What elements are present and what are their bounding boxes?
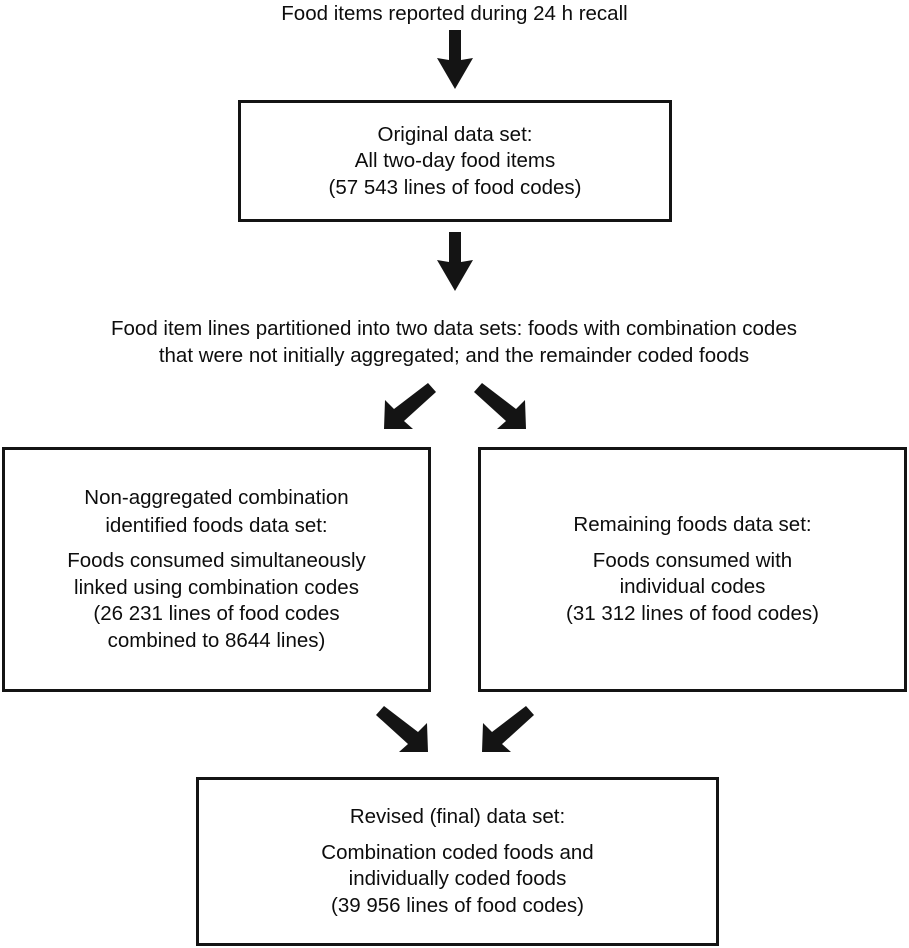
arrow-top-to-original <box>437 30 473 89</box>
node-non-aggregated-line4: combined to 8644 lines) <box>107 629 326 653</box>
node-original-data-set: Original data set: All two-day food item… <box>238 100 672 222</box>
node-remaining-line3: (31 312 lines of food codes) <box>566 602 819 626</box>
partition-caption: Food item lines partitioned into two dat… <box>54 315 854 370</box>
partition-caption-line2: that were not initially aggregated; and … <box>158 344 750 368</box>
arrow-remaining-to-revised <box>482 706 534 752</box>
node-original-heading: Original data set: <box>377 122 533 146</box>
arrow-partition-to-remaining <box>474 383 526 429</box>
node-remaining-line1: Foods consumed with <box>592 548 793 572</box>
arrow-nonaggregated-to-revised <box>376 706 428 752</box>
node-remaining-foods-data-set: Remaining foods data set: Foods consumed… <box>478 447 907 692</box>
node-non-aggregated-heading-line2: identified foods data set: <box>105 513 328 537</box>
node-remaining-line2: individual codes <box>619 575 766 599</box>
node-revised-heading: Revised (final) data set: <box>349 805 566 829</box>
top-caption: Food items reported during 24 h recall <box>0 0 909 27</box>
node-non-aggregated-heading-line1: Non-aggregated combination <box>84 486 349 510</box>
arrow-original-to-partition <box>437 232 473 291</box>
partition-caption-line1: Food item lines partitioned into two dat… <box>111 317 797 340</box>
node-non-aggregated-line1: Foods consumed simultaneously <box>67 549 366 573</box>
top-caption-text: Food items reported during 24 h recall <box>281 2 628 25</box>
node-original-line1: All two-day food items <box>354 149 556 173</box>
node-revised-line3: (39 956 lines of food codes) <box>331 894 584 918</box>
node-non-aggregated-line3: (26 231 lines of food codes <box>93 602 340 626</box>
node-non-aggregated-data-set: Non-aggregated combination identified fo… <box>2 447 431 692</box>
node-remaining-heading: Remaining foods data set: <box>573 513 812 537</box>
node-revised-line1: Combination coded foods and <box>321 840 594 864</box>
arrow-partition-to-nonaggregated <box>384 383 436 429</box>
node-revised-final-data-set: Revised (final) data set: Combination co… <box>196 777 719 946</box>
node-original-line2: (57 543 lines of food codes) <box>328 175 582 199</box>
node-non-aggregated-line2: linked using combination codes <box>74 575 359 599</box>
node-revised-line2: individually coded foods <box>348 867 567 891</box>
